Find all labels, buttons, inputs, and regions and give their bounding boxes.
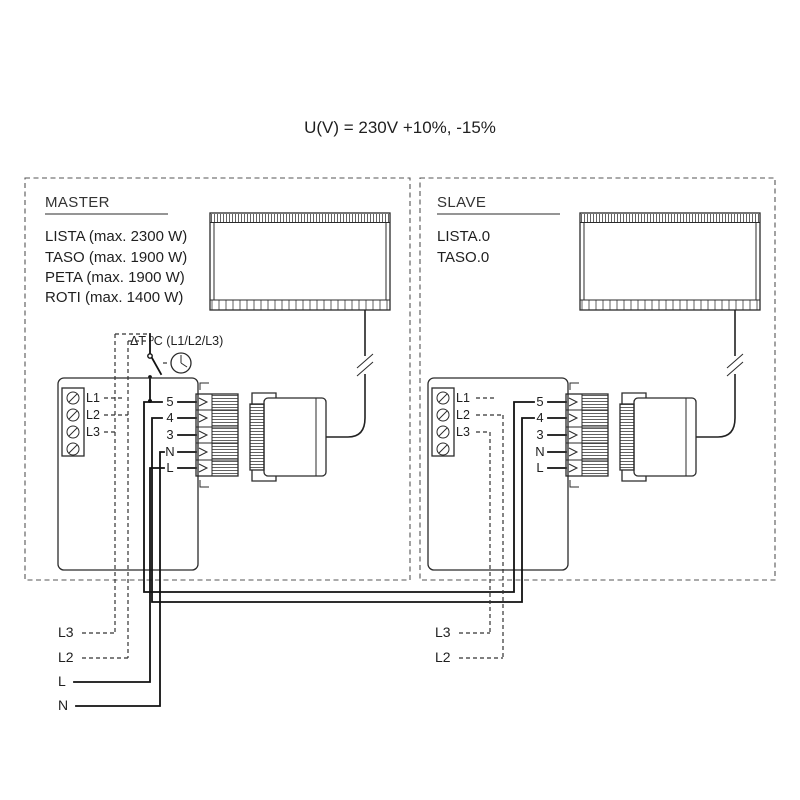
supply-label-n: N	[58, 697, 68, 713]
master-pin-l: L	[166, 460, 173, 475]
supply-label-l3: L3	[58, 624, 74, 640]
cable-clip-icon	[569, 382, 579, 390]
cable-break-icon	[356, 353, 374, 369]
master-pin-4: 4	[166, 410, 173, 425]
slave-pin-stubs	[547, 401, 567, 469]
master-terminal-l3: L3	[86, 425, 100, 439]
slave-pin-3: 3	[536, 427, 543, 442]
control-wire-4	[151, 417, 535, 603]
slave-model-taso0: TASO.0	[437, 249, 489, 266]
thermostat-label: ΔT ºC (L1/L2/L3)	[130, 334, 223, 348]
clock-thermostat-icon	[170, 352, 192, 374]
slave-label: SLAVE	[437, 194, 486, 211]
master-heater-illustration	[209, 212, 391, 311]
cable-clip-icon	[199, 480, 209, 488]
slave-section: SLAVE LISTA.0 TASO.0 L1 L2 L3 5 4 3 N L	[427, 194, 761, 571]
interconnect-wiring	[73, 334, 535, 707]
cable-clip-icon	[569, 480, 579, 488]
supply-wire-n	[75, 451, 165, 707]
supply-wire-l	[73, 467, 165, 683]
supply-labels-left: L3 L2 L N	[58, 624, 74, 713]
master-plug	[249, 392, 327, 482]
slave-terminal-l3: L3	[456, 425, 470, 439]
supply-label-l: L	[58, 673, 66, 689]
cable-break-icon	[726, 353, 744, 369]
master-terminal-l1: L1	[86, 391, 100, 405]
slave-screw-terminals	[431, 387, 455, 457]
master-pin-3: 3	[166, 427, 173, 442]
master-connector-block	[195, 393, 239, 477]
master-heater-cable	[326, 310, 374, 438]
master-pin-5: 5	[166, 394, 173, 409]
master-model-roti: ROTI (max. 1400 W)	[45, 289, 183, 306]
slave-heater-illustration	[579, 212, 761, 311]
master-model-taso: TASO (max. 1900 W)	[45, 249, 187, 266]
cable-break-icon	[726, 361, 744, 377]
slave-pin-5: 5	[536, 394, 543, 409]
slave-pin-4: 4	[536, 410, 543, 425]
control-wire-5	[143, 401, 535, 593]
switch-contact-icon	[147, 353, 153, 359]
master-section: MASTER LISTA (max. 2300 W) TASO (max. 19…	[45, 194, 391, 571]
master-pin-n: N	[165, 444, 174, 459]
slave-supply-label-l2: L2	[435, 649, 451, 665]
master-thermostat: ΔT ºC (L1/L2/L3)	[115, 333, 223, 403]
master-model-lista: LISTA (max. 2300 W)	[45, 228, 187, 245]
master-unit-box	[24, 177, 411, 581]
slave-supply-label-l3: L3	[435, 624, 451, 640]
master-screw-terminals	[61, 387, 85, 457]
master-model-peta: PETA (max. 1900 W)	[45, 269, 185, 286]
slave-unit-box	[419, 177, 776, 581]
master-pin-stubs	[177, 401, 197, 469]
slave-terminal-l2: L2	[456, 408, 470, 422]
slave-terminal-l1: L1	[456, 391, 470, 405]
master-label: MASTER	[45, 194, 110, 211]
supply-label-l2: L2	[58, 649, 74, 665]
switch-blade-icon	[150, 356, 163, 376]
cable-clip-icon	[199, 382, 209, 390]
cable-break-icon	[356, 361, 374, 377]
supply-voltage-title: U(V) = 230V +10%, -15%	[304, 118, 496, 137]
slave-model-lista0: LISTA.0	[437, 228, 490, 245]
slave-control-box	[427, 377, 569, 571]
master-terminal-l2: L2	[86, 408, 100, 422]
slave-pin-l: L	[536, 460, 543, 475]
slave-connector-block	[565, 393, 609, 477]
slave-heater-cable	[696, 310, 744, 438]
supply-labels-right: L3 L2	[435, 624, 451, 665]
slave-plug	[619, 392, 697, 482]
slave-pin-n: N	[535, 444, 544, 459]
